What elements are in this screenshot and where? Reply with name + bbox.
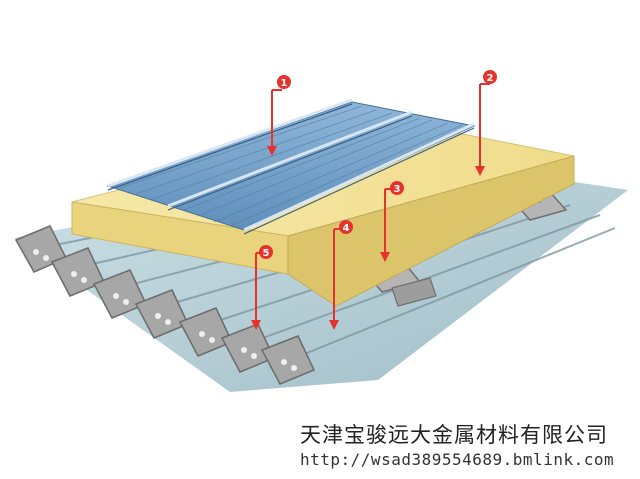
deck-rib-ends (14, 225, 316, 385)
callout-3-label: 3 (394, 184, 401, 195)
callout-1-label: 1 (281, 78, 288, 89)
callout-4-label: 4 (343, 223, 350, 234)
callout-1: 1 (277, 75, 291, 89)
callout-3: 3 (390, 181, 404, 195)
company-url: http://wsad389554689.bmlink.com (300, 450, 615, 469)
callout-5: 5 (259, 245, 273, 259)
callout-arrowheads (251, 146, 485, 330)
callout-2: 2 (483, 70, 497, 84)
company-name: 天津宝骏远大金属材料有限公司 (300, 423, 608, 447)
standing-seams (107, 98, 475, 232)
callout-arrows (255, 83, 490, 322)
callout-2-label: 2 (487, 73, 494, 84)
callout-4: 4 (339, 220, 353, 234)
roof-panels (106, 98, 476, 235)
callout-5-label: 5 (263, 248, 270, 259)
